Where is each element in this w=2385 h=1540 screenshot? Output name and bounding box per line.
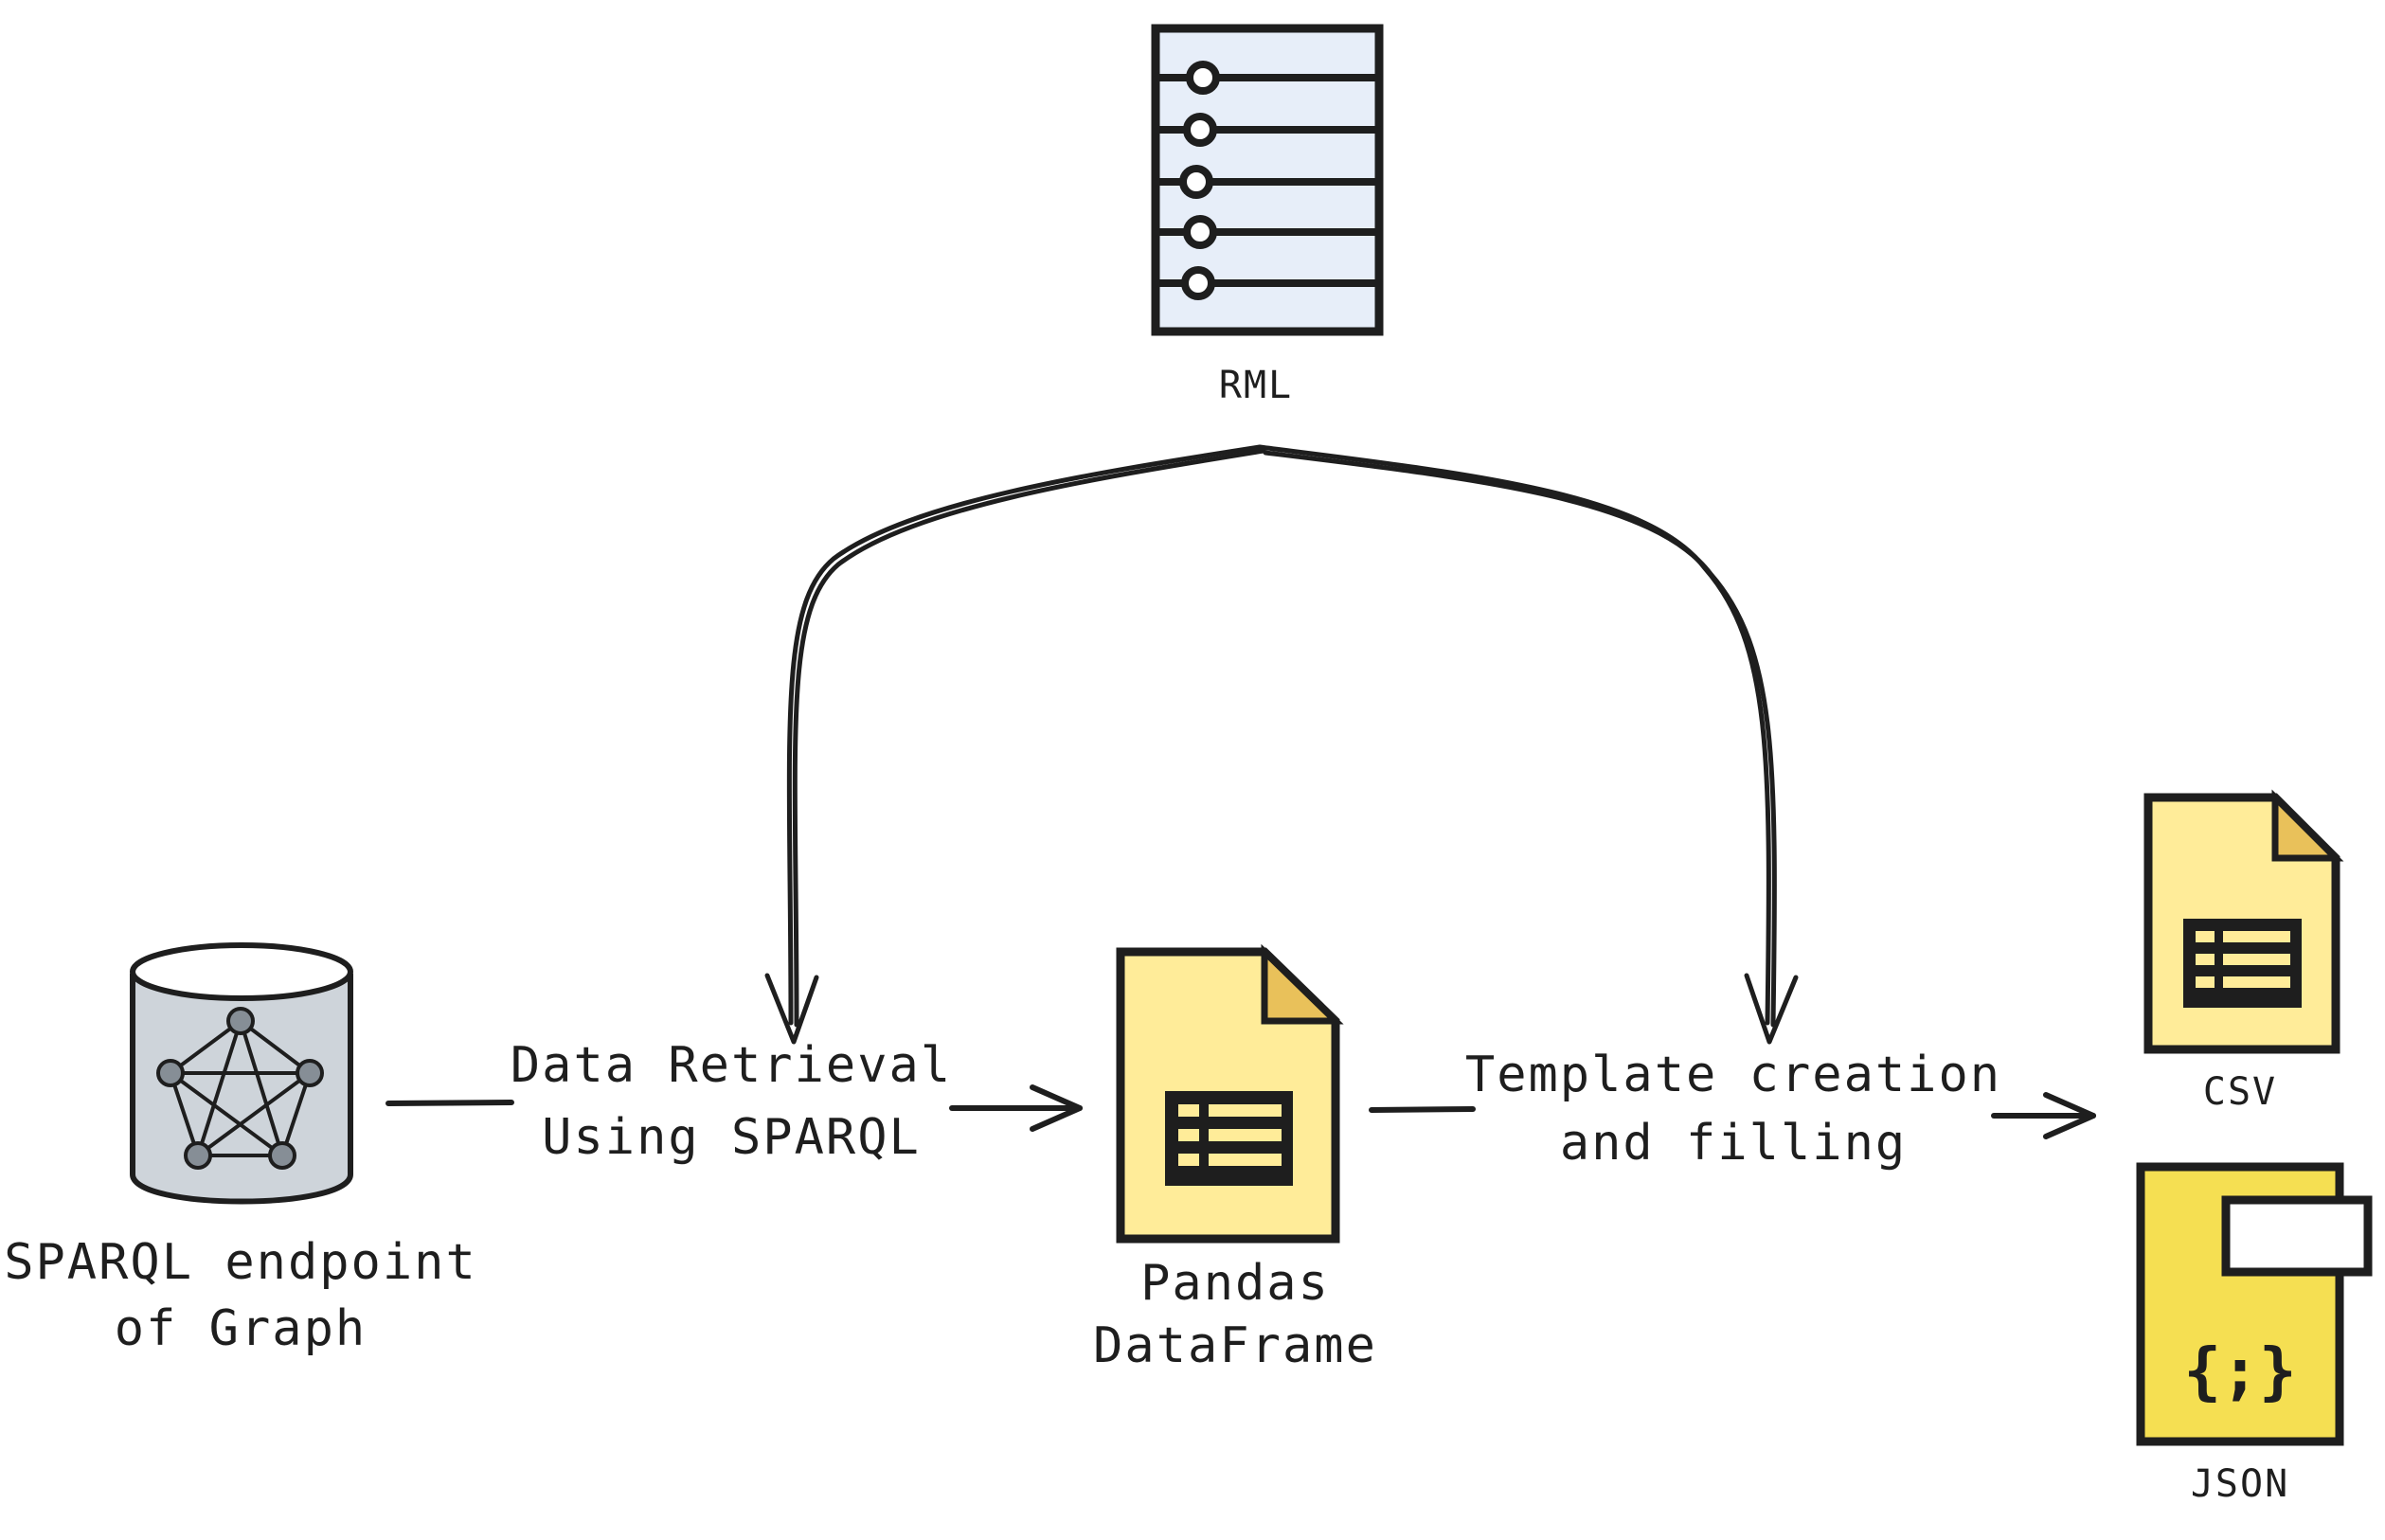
csv-label: CSV xyxy=(2203,1070,2277,1114)
rml-label: RML xyxy=(1219,364,1293,407)
pandas-label-line1: Pandas xyxy=(1140,1255,1330,1312)
rml-to-template-arrow xyxy=(1257,444,1799,1045)
rml-server-icon xyxy=(1151,24,1384,336)
template-label-line1: Template creation xyxy=(1465,1047,2001,1103)
json-braces-glyph: {;} xyxy=(2183,1334,2296,1407)
rml-to-retrieval-arrow xyxy=(764,444,1266,1045)
retrieval-label-line1: Data Retrieval xyxy=(511,1037,952,1094)
template-edge xyxy=(1369,1092,2096,1139)
retrieval-label-line2: Using SPARQL xyxy=(542,1109,921,1166)
graph-database-icon xyxy=(130,942,353,1205)
retrieval-edge xyxy=(386,1084,1083,1132)
csv-file-icon xyxy=(2143,789,2344,1054)
pandas-label-line2: DataFrame xyxy=(1093,1317,1377,1374)
pandas-file-icon xyxy=(1116,943,1344,1244)
sparql-endpoint-label-line2: of Graph xyxy=(115,1300,367,1357)
template-label-line2: and filling xyxy=(1560,1115,1907,1172)
json-label: JSON xyxy=(2191,1462,2289,1506)
sparql-endpoint-label-line1: SPARQL endpoint xyxy=(4,1234,477,1291)
json-file-icon xyxy=(2136,1162,2373,1446)
